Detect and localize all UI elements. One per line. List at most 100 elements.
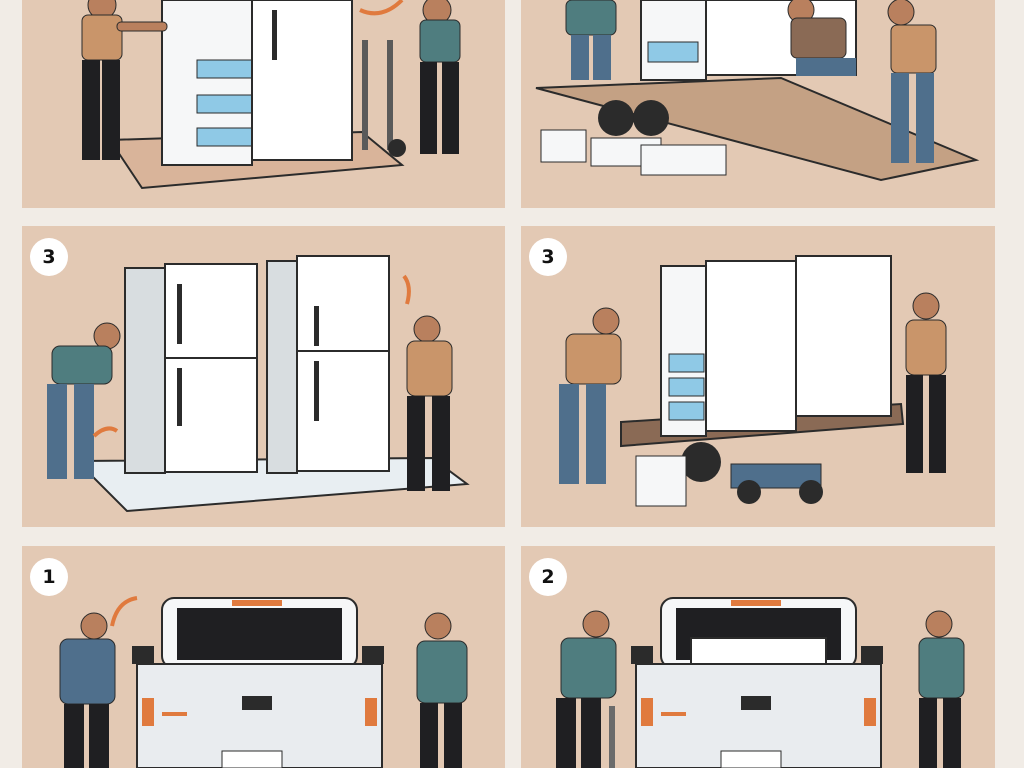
curved-arrow-icon (92, 426, 119, 438)
worker-overalls (416, 640, 468, 704)
dolly-wheel (799, 480, 823, 504)
worker-leg (916, 73, 934, 163)
worker-leg (420, 62, 437, 154)
worker-head (912, 292, 940, 320)
fridge-drawer (668, 401, 705, 421)
worker-leg (102, 60, 120, 160)
worker-shirt (406, 340, 453, 397)
hand-truck-frame (387, 40, 393, 150)
box (640, 144, 727, 176)
panel-positioning-two-fridges: 3 (22, 226, 505, 527)
fridge-handle (177, 284, 182, 344)
panel-1-illustration (81, 0, 461, 190)
fridge-drawer (196, 94, 253, 114)
step-number-badge: 3 (529, 238, 567, 276)
panel-5-illustration (59, 596, 468, 768)
tail-light (142, 698, 154, 726)
curved-arrow-icon (110, 596, 138, 627)
trailer-wheel (598, 100, 634, 136)
worker-head (887, 0, 915, 26)
worker-leg (891, 73, 909, 163)
panel-moving-fridge-to-hand-truck (22, 0, 505, 208)
panel-loading-fridge-up-ramp (521, 0, 995, 208)
worker-leg (64, 704, 84, 768)
curved-arrow-icon (402, 274, 411, 305)
tailgate-handle (242, 696, 272, 710)
fridge-drawer (647, 41, 699, 63)
worker-overalls (918, 637, 965, 699)
brake-light (232, 600, 282, 606)
worker-leg (796, 58, 856, 76)
worker-overalls (560, 637, 617, 699)
fridge-side (266, 260, 298, 474)
hand-truck-frame (362, 40, 368, 150)
tail-light (365, 698, 377, 726)
fridge-door (296, 255, 390, 472)
fridge-handle (314, 361, 319, 421)
worker-leg (559, 384, 579, 484)
worker-shirt (565, 333, 622, 385)
step-number-badge: 1 (30, 558, 68, 596)
rear-window (177, 608, 342, 660)
worker-shirt (790, 17, 847, 59)
fridge-side (124, 267, 166, 474)
worker-shirt (51, 345, 113, 385)
side-mirror (631, 646, 653, 664)
worker-leg (82, 60, 100, 160)
worker-leg (586, 384, 606, 484)
fridge-handle (177, 368, 182, 426)
fridge-drawer (668, 377, 705, 397)
worker-shirt (81, 14, 123, 61)
tailgate-handle (741, 696, 771, 710)
hand-truck-frame (609, 706, 615, 768)
fridge-drawer (196, 127, 253, 147)
worker-head (80, 612, 108, 640)
worker-leg (581, 698, 601, 768)
worker-leg (89, 704, 109, 768)
box (540, 129, 587, 163)
panel-4-illustration (559, 255, 947, 507)
worker-head (93, 322, 121, 350)
panel-fridge-on-trailer-with-dolly: 3 (521, 226, 995, 527)
tail-light (641, 698, 653, 726)
trailer-wheel (681, 442, 721, 482)
worker-leg (556, 698, 576, 768)
worker-leg (420, 703, 438, 768)
worker-overalls (59, 638, 116, 705)
worker-leg (407, 396, 425, 491)
license-plate (221, 750, 283, 768)
worker-leg (444, 703, 462, 768)
side-mirror (861, 646, 883, 664)
fridge-drawer (196, 59, 253, 79)
worker-shirt (419, 19, 461, 63)
worker-leg (47, 384, 67, 479)
side-mirror (362, 646, 384, 664)
fridge-side (640, 0, 707, 81)
box (635, 455, 687, 507)
worker-leg (571, 35, 589, 80)
worker-leg (74, 384, 94, 479)
dolly-wheel (737, 480, 761, 504)
worker-leg (432, 396, 450, 491)
panel-2-illustration (535, 0, 980, 182)
worker-shirt (890, 24, 937, 74)
license-plate (720, 750, 782, 768)
worker-head (413, 315, 441, 343)
fridge-handle (314, 306, 319, 346)
fridge-door (251, 0, 353, 161)
panel-truck-tailgate-empty: 1 (22, 546, 505, 768)
side-mirror (132, 646, 154, 664)
worker-shirt (565, 0, 617, 36)
worker-head (424, 612, 452, 640)
brake-light (731, 600, 781, 606)
fridge-drawer (668, 353, 705, 373)
fridge-door (705, 260, 797, 432)
worker-leg (943, 698, 961, 768)
hand-truck-wheel (388, 139, 406, 157)
worker-head (592, 307, 620, 335)
panel-truck-bed-loaded: 2 (521, 546, 995, 768)
step-number-badge: 3 (30, 238, 68, 276)
fridge-handle (272, 10, 277, 60)
worker-leg (906, 375, 923, 473)
